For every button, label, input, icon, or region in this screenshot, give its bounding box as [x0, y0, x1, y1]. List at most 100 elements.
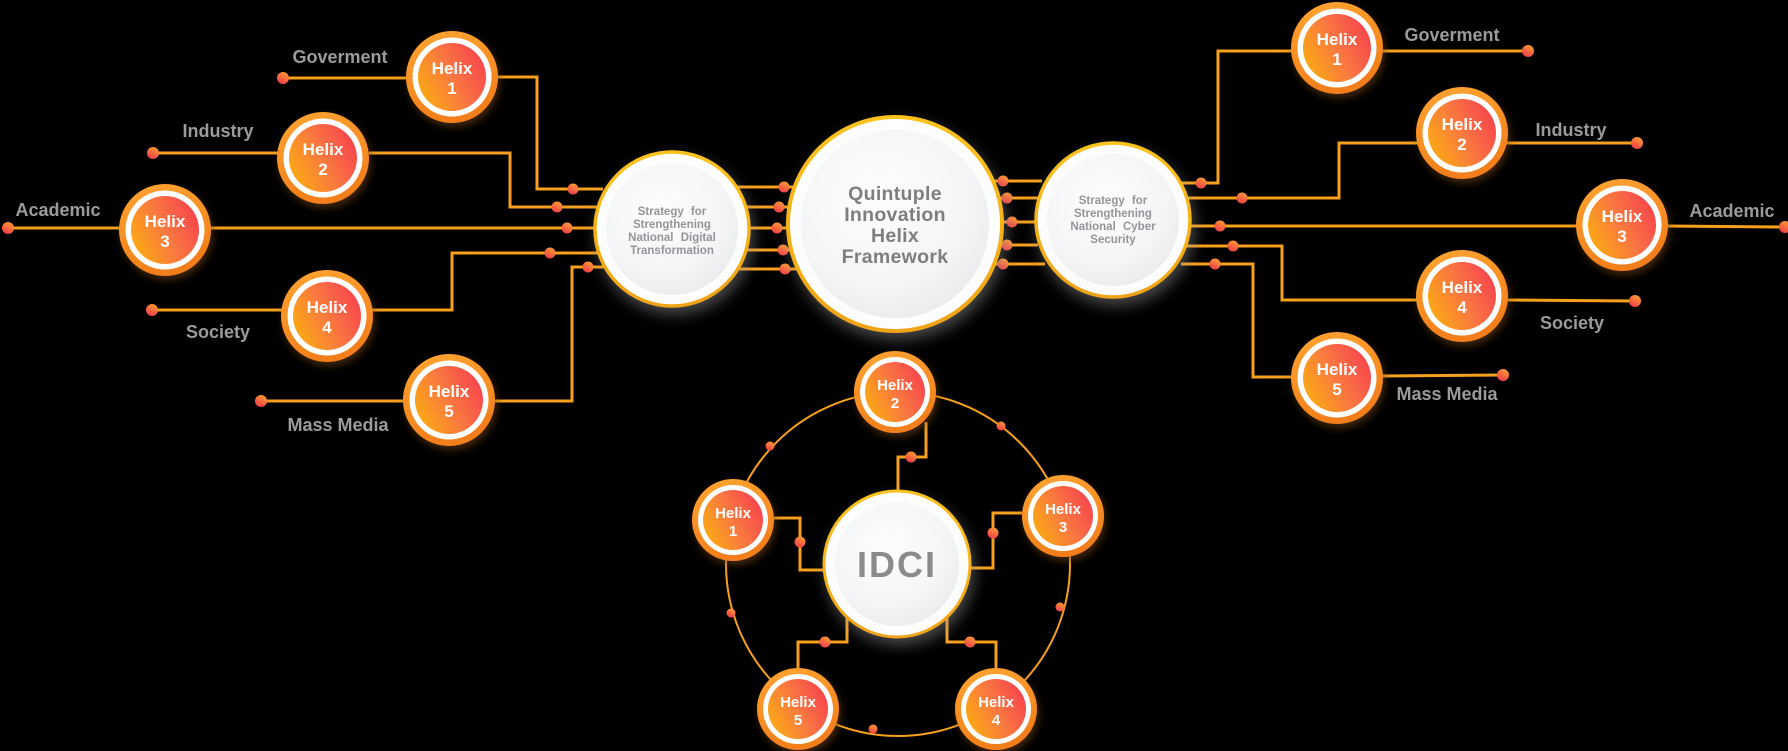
bottom-helix-node-5: Helix 5	[757, 668, 839, 750]
hub-text-line3: National Cyber	[1070, 221, 1156, 233]
node-number: 1	[1332, 50, 1341, 69]
connector-dot	[773, 201, 785, 213]
hub-face	[606, 163, 738, 295]
hub-text-line4: Framework	[842, 246, 949, 268]
connector-line	[1665, 224, 1786, 229]
node-label: Helix	[145, 212, 186, 231]
node-label: Helix	[429, 382, 470, 401]
connector-dot	[567, 183, 579, 195]
connector-line	[1180, 49, 1293, 185]
node-label: Helix	[1317, 30, 1358, 49]
right-cluster: Helix 1 Helix 2 Helix 3 Helix 4	[1180, 2, 1788, 424]
node-core	[1428, 99, 1496, 167]
connector-line	[1184, 244, 1418, 302]
node-core	[1303, 14, 1371, 82]
node-label: Helix	[1045, 501, 1082, 518]
ring-dot	[1055, 602, 1065, 612]
connector-line	[1186, 141, 1418, 200]
connector-dot	[1497, 369, 1509, 381]
connector-dot	[1209, 258, 1221, 270]
connector-dot	[561, 222, 573, 234]
hub-text-line1: Quintuple	[848, 183, 942, 205]
connector-dot	[1001, 192, 1013, 204]
node-label: Helix	[307, 298, 348, 317]
hub-text-line3: National Digital	[628, 232, 716, 244]
node-number: 1	[729, 523, 737, 540]
connector-dot	[551, 201, 563, 213]
hub-text-line2: Innovation	[844, 204, 946, 226]
right-helix-node-2: Helix 2	[1416, 87, 1508, 179]
category-label-massmedia-left: Mass Media	[287, 415, 389, 435]
connector-dot	[777, 244, 789, 256]
connector-line	[496, 75, 603, 191]
category-label-industry-right: Industry	[1535, 120, 1606, 140]
node-number: 1	[447, 79, 456, 98]
node-label: Helix	[432, 59, 473, 78]
connector-dot	[794, 536, 806, 548]
connector-line	[1181, 262, 1295, 379]
node-label: Helix	[1442, 278, 1483, 297]
category-label-academic-right: Academic	[1689, 201, 1774, 221]
hub-text-line1: Strategy for	[638, 206, 707, 218]
bottom-connectors	[774, 422, 1022, 668]
right-helix-node-3: Helix 3	[1576, 179, 1668, 271]
hub-face	[801, 130, 989, 318]
connector-line	[371, 251, 603, 312]
node-core	[131, 196, 199, 264]
connector-line	[369, 151, 600, 209]
node-label: Helix	[1317, 360, 1358, 379]
hub-text-line2: Strengthening	[633, 219, 711, 231]
category-label-society-left: Society	[186, 322, 250, 342]
connector-dot	[544, 247, 556, 259]
center-framework-hub: Quintuple Innovation Helix Framework	[786, 115, 1004, 333]
node-label: Helix	[877, 377, 914, 394]
idci-hub: IDCI	[822, 489, 972, 639]
right-connector-dots	[1195, 45, 1788, 381]
connector-dot	[1214, 220, 1226, 232]
left-helix-node-3: Helix 3	[119, 184, 211, 276]
node-core	[1588, 191, 1656, 259]
connector-dot	[147, 147, 159, 159]
node-number: 5	[794, 712, 802, 729]
connector-dot	[277, 72, 289, 84]
node-core	[415, 366, 483, 434]
connector-dot	[1195, 177, 1207, 189]
right-connectors	[1180, 49, 1786, 379]
node-core	[966, 679, 1026, 739]
connector-dot	[1629, 295, 1641, 307]
hub-face	[1047, 154, 1179, 286]
connector-dot	[1236, 192, 1248, 204]
ring-dot	[765, 441, 775, 451]
connector-dot	[997, 258, 1009, 270]
hub-text-line1: Strategy for	[1079, 195, 1148, 207]
connector-line	[966, 511, 1022, 570]
connector-line	[491, 265, 608, 403]
node-core	[1428, 262, 1496, 330]
node-label: Helix	[780, 694, 817, 711]
connector-dot	[582, 261, 594, 273]
hub-text-line4: Security	[1090, 234, 1136, 246]
ring-dot	[996, 421, 1006, 431]
connector-dot	[255, 395, 267, 407]
connector-dot	[1631, 137, 1643, 149]
ring-dot	[868, 724, 878, 734]
node-number: 4	[1457, 298, 1467, 317]
hub-text-line2: Strengthening	[1074, 208, 1152, 220]
right-helix-node-4: Helix 4	[1416, 250, 1508, 342]
connector-dot	[1001, 239, 1013, 251]
node-core	[289, 124, 357, 192]
category-label-massmedia-right: Mass Media	[1396, 384, 1498, 404]
category-label-goverment-left: Goverment	[292, 47, 387, 67]
left-helix-node-4: Helix 4	[281, 270, 373, 362]
category-label-society-right: Society	[1540, 313, 1604, 333]
node-label: Helix	[978, 694, 1015, 711]
right-strategy-hub: Strategy for Strengthening National Cybe…	[1034, 141, 1192, 299]
connector-dot	[779, 263, 791, 275]
connector-dot	[778, 181, 790, 193]
connector-dot	[1522, 45, 1534, 57]
node-label: Helix	[1602, 207, 1643, 226]
node-number: 3	[1059, 519, 1067, 536]
connector-dot	[1227, 240, 1239, 252]
node-number: 2	[1457, 135, 1466, 154]
